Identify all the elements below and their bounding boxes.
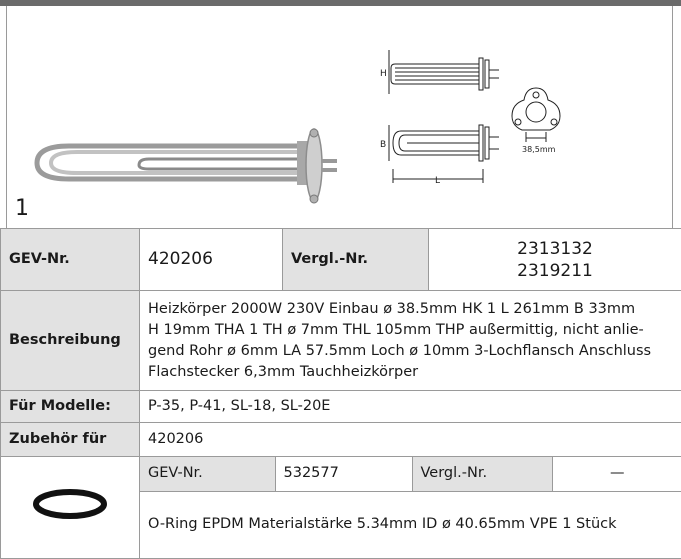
description-line-4: Flachstecker 6,3mm Tauchheizkörper: [148, 363, 419, 380]
description-row: Beschreibung Heizkörper 2000W 230V Einba…: [0, 290, 681, 391]
o-ring-icon: [33, 489, 107, 519]
vergl-values: 2313132 2319211: [428, 228, 681, 291]
gev-label: GEV-Nr.: [0, 228, 140, 291]
models-value: P-35, P-41, SL-18, SL-20E: [139, 390, 681, 423]
acc-vergl-label: Vergl.-Nr.: [411, 457, 552, 492]
accessory-row: Zubehör für 420206: [0, 422, 681, 457]
accessory-label: Zubehör für: [0, 422, 140, 457]
top-bar: [0, 0, 681, 6]
gev-value: 420206: [139, 228, 283, 291]
vergl-label: Vergl.-Nr.: [282, 228, 429, 291]
heating-element-photo: [34, 128, 337, 204]
oring-image-cell: [0, 456, 140, 559]
flange-drawing: 38,5mm: [511, 87, 561, 154]
description-label: Beschreibung: [0, 290, 140, 391]
label-b: B: [380, 140, 386, 150]
spec-table: GEV-Nr. 420206 Vergl.-Nr. 2313132 231921…: [0, 228, 681, 559]
label-h: H: [380, 69, 387, 79]
dimension-drawing-top: H: [380, 50, 499, 94]
accessory-item-ids: GEV-Nr. 532577 Vergl.-Nr. —: [140, 457, 681, 492]
description-line-2: H 19mm THA 1 TH ø 7mm THL 105mm THP auße…: [148, 321, 644, 338]
label-l: L: [435, 176, 440, 186]
description-text: Heizkörper 2000W 230V Einbau ø 38.5mm HK…: [139, 290, 681, 391]
dimension-drawing-bottom: B L: [380, 124, 499, 186]
vergl-value-1: 2313132: [517, 238, 593, 259]
accessory-item-desc-row: O-Ring EPDM Materialstärke 5.34mm ID ø 4…: [140, 491, 681, 558]
acc-gev-value: 532577: [274, 457, 412, 492]
accessory-item-cell: GEV-Nr. 532577 Vergl.-Nr. — O-Ring EPDM …: [139, 456, 681, 559]
accessory-item-row: GEV-Nr. 532577 Vergl.-Nr. — O-Ring EPDM …: [0, 456, 681, 559]
models-label: Für Modelle:: [0, 390, 140, 423]
description-line-1: Heizkörper 2000W 230V Einbau ø 38.5mm HK…: [148, 300, 636, 317]
vergl-value-2: 2319211: [517, 260, 593, 281]
accessory-value: 420206: [139, 422, 681, 457]
product-image-area: H B L: [6, 6, 673, 228]
header-row: GEV-Nr. 420206 Vergl.-Nr. 2313132 231921…: [0, 228, 681, 291]
acc-gev-label: GEV-Nr.: [140, 457, 275, 492]
acc-description: O-Ring EPDM Materialstärke 5.34mm ID ø 4…: [148, 516, 617, 533]
item-number: 1: [15, 196, 29, 221]
label-flange-size: 38,5mm: [522, 145, 556, 154]
description-line-3: gend Rohr ø 6mm LA 57.5mm Loch ø 10mm 3-…: [148, 342, 652, 359]
accessory-item-subtable: GEV-Nr. 532577 Vergl.-Nr. — O-Ring EPDM …: [140, 457, 681, 558]
acc-vergl-value: —: [551, 457, 681, 492]
models-row: Für Modelle: P-35, P-41, SL-18, SL-20E: [0, 390, 681, 423]
